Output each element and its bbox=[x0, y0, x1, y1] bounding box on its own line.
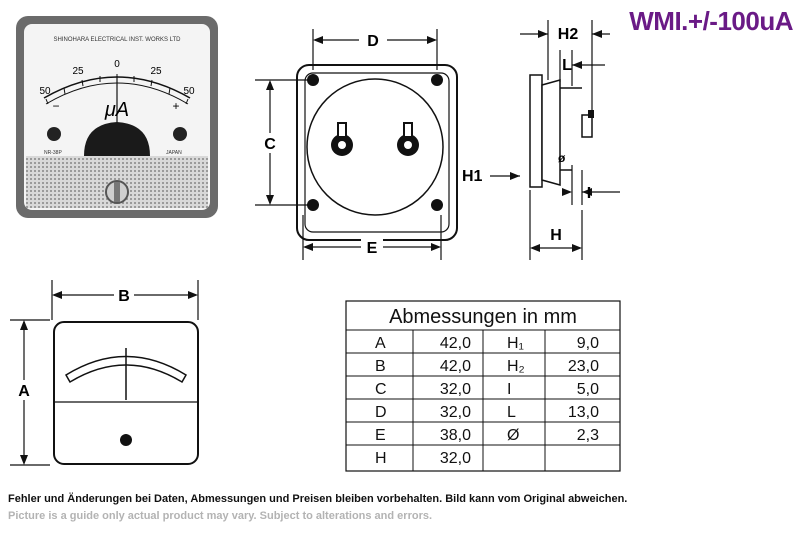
side-view-drawing: H2 L ø I H bbox=[520, 20, 620, 260]
table-title: Abmessungen in mm bbox=[389, 306, 577, 328]
movement-window bbox=[84, 122, 150, 156]
table-row-value2: 23,0 bbox=[568, 358, 599, 375]
front-zero-adjust-icon bbox=[120, 434, 132, 446]
front-scale-arc bbox=[64, 355, 188, 384]
terminal-left-icon bbox=[331, 122, 353, 156]
table-row-key: A bbox=[375, 335, 386, 352]
disclaimer-german: Fehler und Änderungen bei Daten, Abmessu… bbox=[8, 493, 628, 505]
dim-label-i: I bbox=[587, 185, 591, 202]
table-row-value: 42,0 bbox=[440, 358, 471, 375]
table-row-value2: 13,0 bbox=[568, 404, 599, 421]
maker-text: SHINOHARA ELECTRICAL INST. WORKS LTD bbox=[53, 37, 181, 43]
dim-label-phi: ø bbox=[558, 151, 566, 165]
disclaimer-english: Picture is a guide only actual product m… bbox=[8, 510, 433, 522]
table-row-value2: 5,0 bbox=[577, 381, 599, 398]
screw-right-icon bbox=[173, 127, 187, 141]
minus-sign: − bbox=[52, 99, 59, 113]
table-row-key2: H₂ bbox=[507, 358, 525, 375]
terminal-right-icon bbox=[397, 122, 419, 156]
table-row-key: E bbox=[375, 427, 386, 444]
screw-left-icon bbox=[47, 127, 61, 141]
dim-label-a: A bbox=[18, 383, 30, 400]
table-row-key: D bbox=[375, 404, 387, 421]
table-row-value: 38,0 bbox=[440, 427, 471, 444]
dim-label-e: E bbox=[367, 240, 378, 257]
table-row-value2: 2,3 bbox=[577, 427, 599, 444]
product-title: WMI.+/-100uA bbox=[629, 6, 793, 36]
unit-label: μA bbox=[104, 99, 129, 121]
rear-view-drawing: D C E bbox=[255, 29, 458, 260]
side-terminal-icon bbox=[581, 110, 594, 138]
table-row-key: C bbox=[375, 381, 387, 398]
dim-label-b: B bbox=[118, 288, 130, 305]
plus-sign: + bbox=[172, 99, 179, 113]
scale-label-left25: 25 bbox=[72, 66, 84, 77]
rear-outline bbox=[296, 64, 458, 241]
table-row-value: 32,0 bbox=[440, 404, 471, 421]
dim-label-h1: H1 bbox=[462, 168, 483, 185]
origin-text: JAPAN bbox=[166, 150, 182, 156]
table-row-value: 32,0 bbox=[440, 381, 471, 398]
dimension-table: Abmessungen in mm A 42,0 H₁ 9,0 B 42,0 H… bbox=[345, 300, 621, 472]
dim-label-l: L bbox=[562, 57, 572, 74]
dim-label-c: C bbox=[264, 136, 276, 153]
table-row-key: H bbox=[375, 450, 387, 467]
table-row-value2: 9,0 bbox=[577, 335, 599, 352]
table-row-value: 32,0 bbox=[440, 450, 471, 467]
scale-label-right50: 50 bbox=[183, 86, 195, 97]
rear-body-circle bbox=[306, 78, 444, 216]
table-row-key2: L bbox=[507, 404, 516, 421]
scale-label-left50: 50 bbox=[39, 86, 51, 97]
front-view-drawing: B A bbox=[10, 280, 199, 466]
scale-label-zero: 0 bbox=[114, 59, 120, 70]
table-row-value: 42,0 bbox=[440, 335, 471, 352]
dim-label-d: D bbox=[367, 33, 379, 50]
scale-label-right25: 25 bbox=[150, 66, 162, 77]
table-row-key2: Ø bbox=[507, 427, 519, 444]
table-row-key: B bbox=[375, 358, 386, 375]
dim-label-h2: H2 bbox=[558, 26, 579, 43]
model-text: NR-38P bbox=[44, 150, 62, 156]
dim-label-h: H bbox=[550, 227, 562, 244]
meter-photo: SHINOHARA ELECTRICAL INST. WORKS LTD 50 … bbox=[16, 16, 218, 218]
table-row-key2: I bbox=[507, 381, 511, 398]
h1-dimension: H1 bbox=[462, 168, 520, 185]
side-front-panel bbox=[529, 74, 543, 188]
table-row-key2: H₁ bbox=[507, 335, 524, 352]
